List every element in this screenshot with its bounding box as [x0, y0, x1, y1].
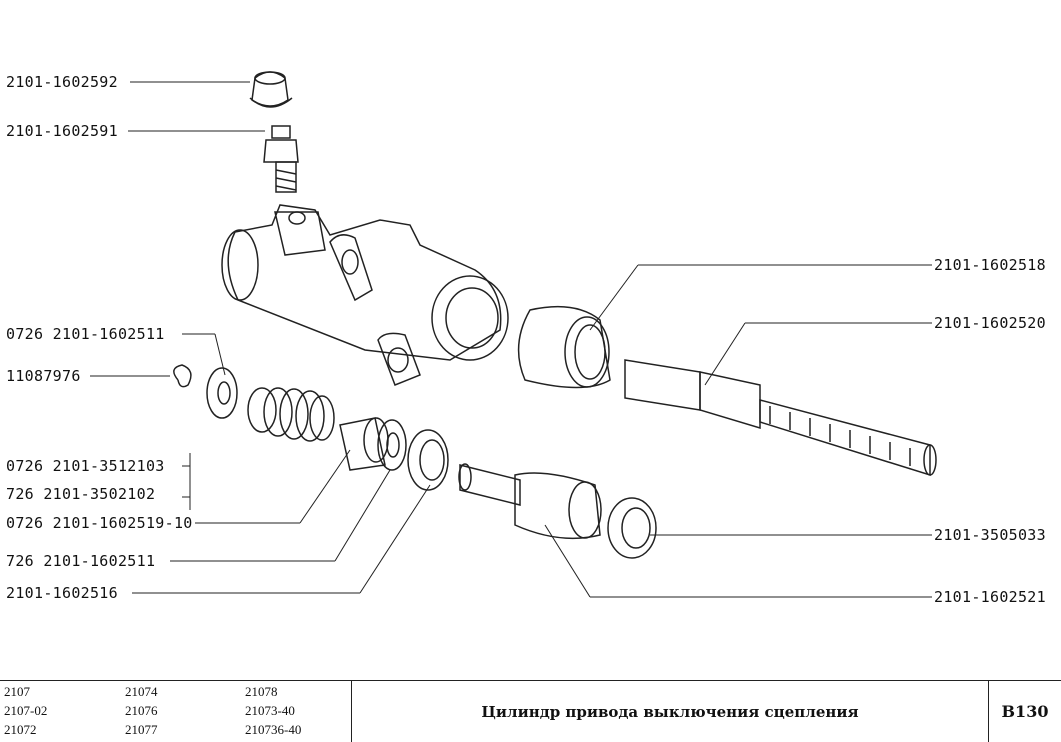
cap-part [249, 71, 293, 108]
model-code: 21078 [245, 684, 278, 699]
label-spring-a: 0726 2101-3512103 [6, 457, 165, 475]
model-code: 21074 [125, 684, 158, 699]
model-code: 21072 [4, 722, 37, 737]
exploded-view-drawing [90, 71, 937, 598]
model-code: 21076 [125, 703, 158, 718]
washer-part-b [377, 419, 407, 471]
label-boot: 2101-1602518 [934, 256, 1046, 274]
piston-seal-part [339, 417, 389, 471]
page-code: B130 [1001, 702, 1049, 721]
bleeder-part [263, 125, 299, 193]
label-piston: 2101-1602521 [934, 588, 1046, 606]
circlip-part [173, 364, 192, 388]
spring-part [247, 387, 335, 442]
label-spring-b: 726 2101-3502102 [6, 485, 156, 503]
divider [351, 681, 352, 742]
parts-diagram: 2101-1602592 2101-1602591 0726 2101-1602… [6, 71, 1046, 606]
footer-table: 2107 2107-02 21072 21074 21076 21077 210… [0, 680, 1061, 742]
model-code: 210736-40 [245, 722, 302, 737]
label-cap: 2101-1602592 [6, 73, 118, 91]
pushrod-part [624, 359, 937, 477]
model-code: 2107-02 [4, 703, 48, 718]
piston-ring-part [607, 497, 657, 559]
cylinder-body-part [221, 204, 509, 386]
label-ring-and-washer: 0726 2101-1602511 [6, 325, 165, 343]
label-piston-seal: 0726 2101-1602519-10 [6, 514, 193, 532]
washer-part-a [206, 367, 238, 419]
model-code: 21077 [125, 722, 158, 737]
piston-part [458, 463, 602, 540]
boot-part [517, 305, 611, 389]
page-title: Цилиндр привода выключения сцепления [481, 702, 859, 721]
label-washer: 726 2101-1602511 [6, 552, 156, 570]
leader-lines [90, 81, 932, 598]
model-code: 21073-40 [245, 703, 295, 718]
seal-ring-part [407, 429, 449, 491]
label-seal-ring: 2101-1602516 [6, 584, 118, 602]
label-bleeder: 2101-1602591 [6, 122, 118, 140]
model-code: 2107 [4, 684, 30, 699]
label-piston-ring: 2101-3505033 [934, 526, 1046, 544]
label-pushrod: 2101-1602520 [934, 314, 1046, 332]
label-circlip: 11087976 [6, 367, 81, 385]
divider [988, 681, 989, 742]
